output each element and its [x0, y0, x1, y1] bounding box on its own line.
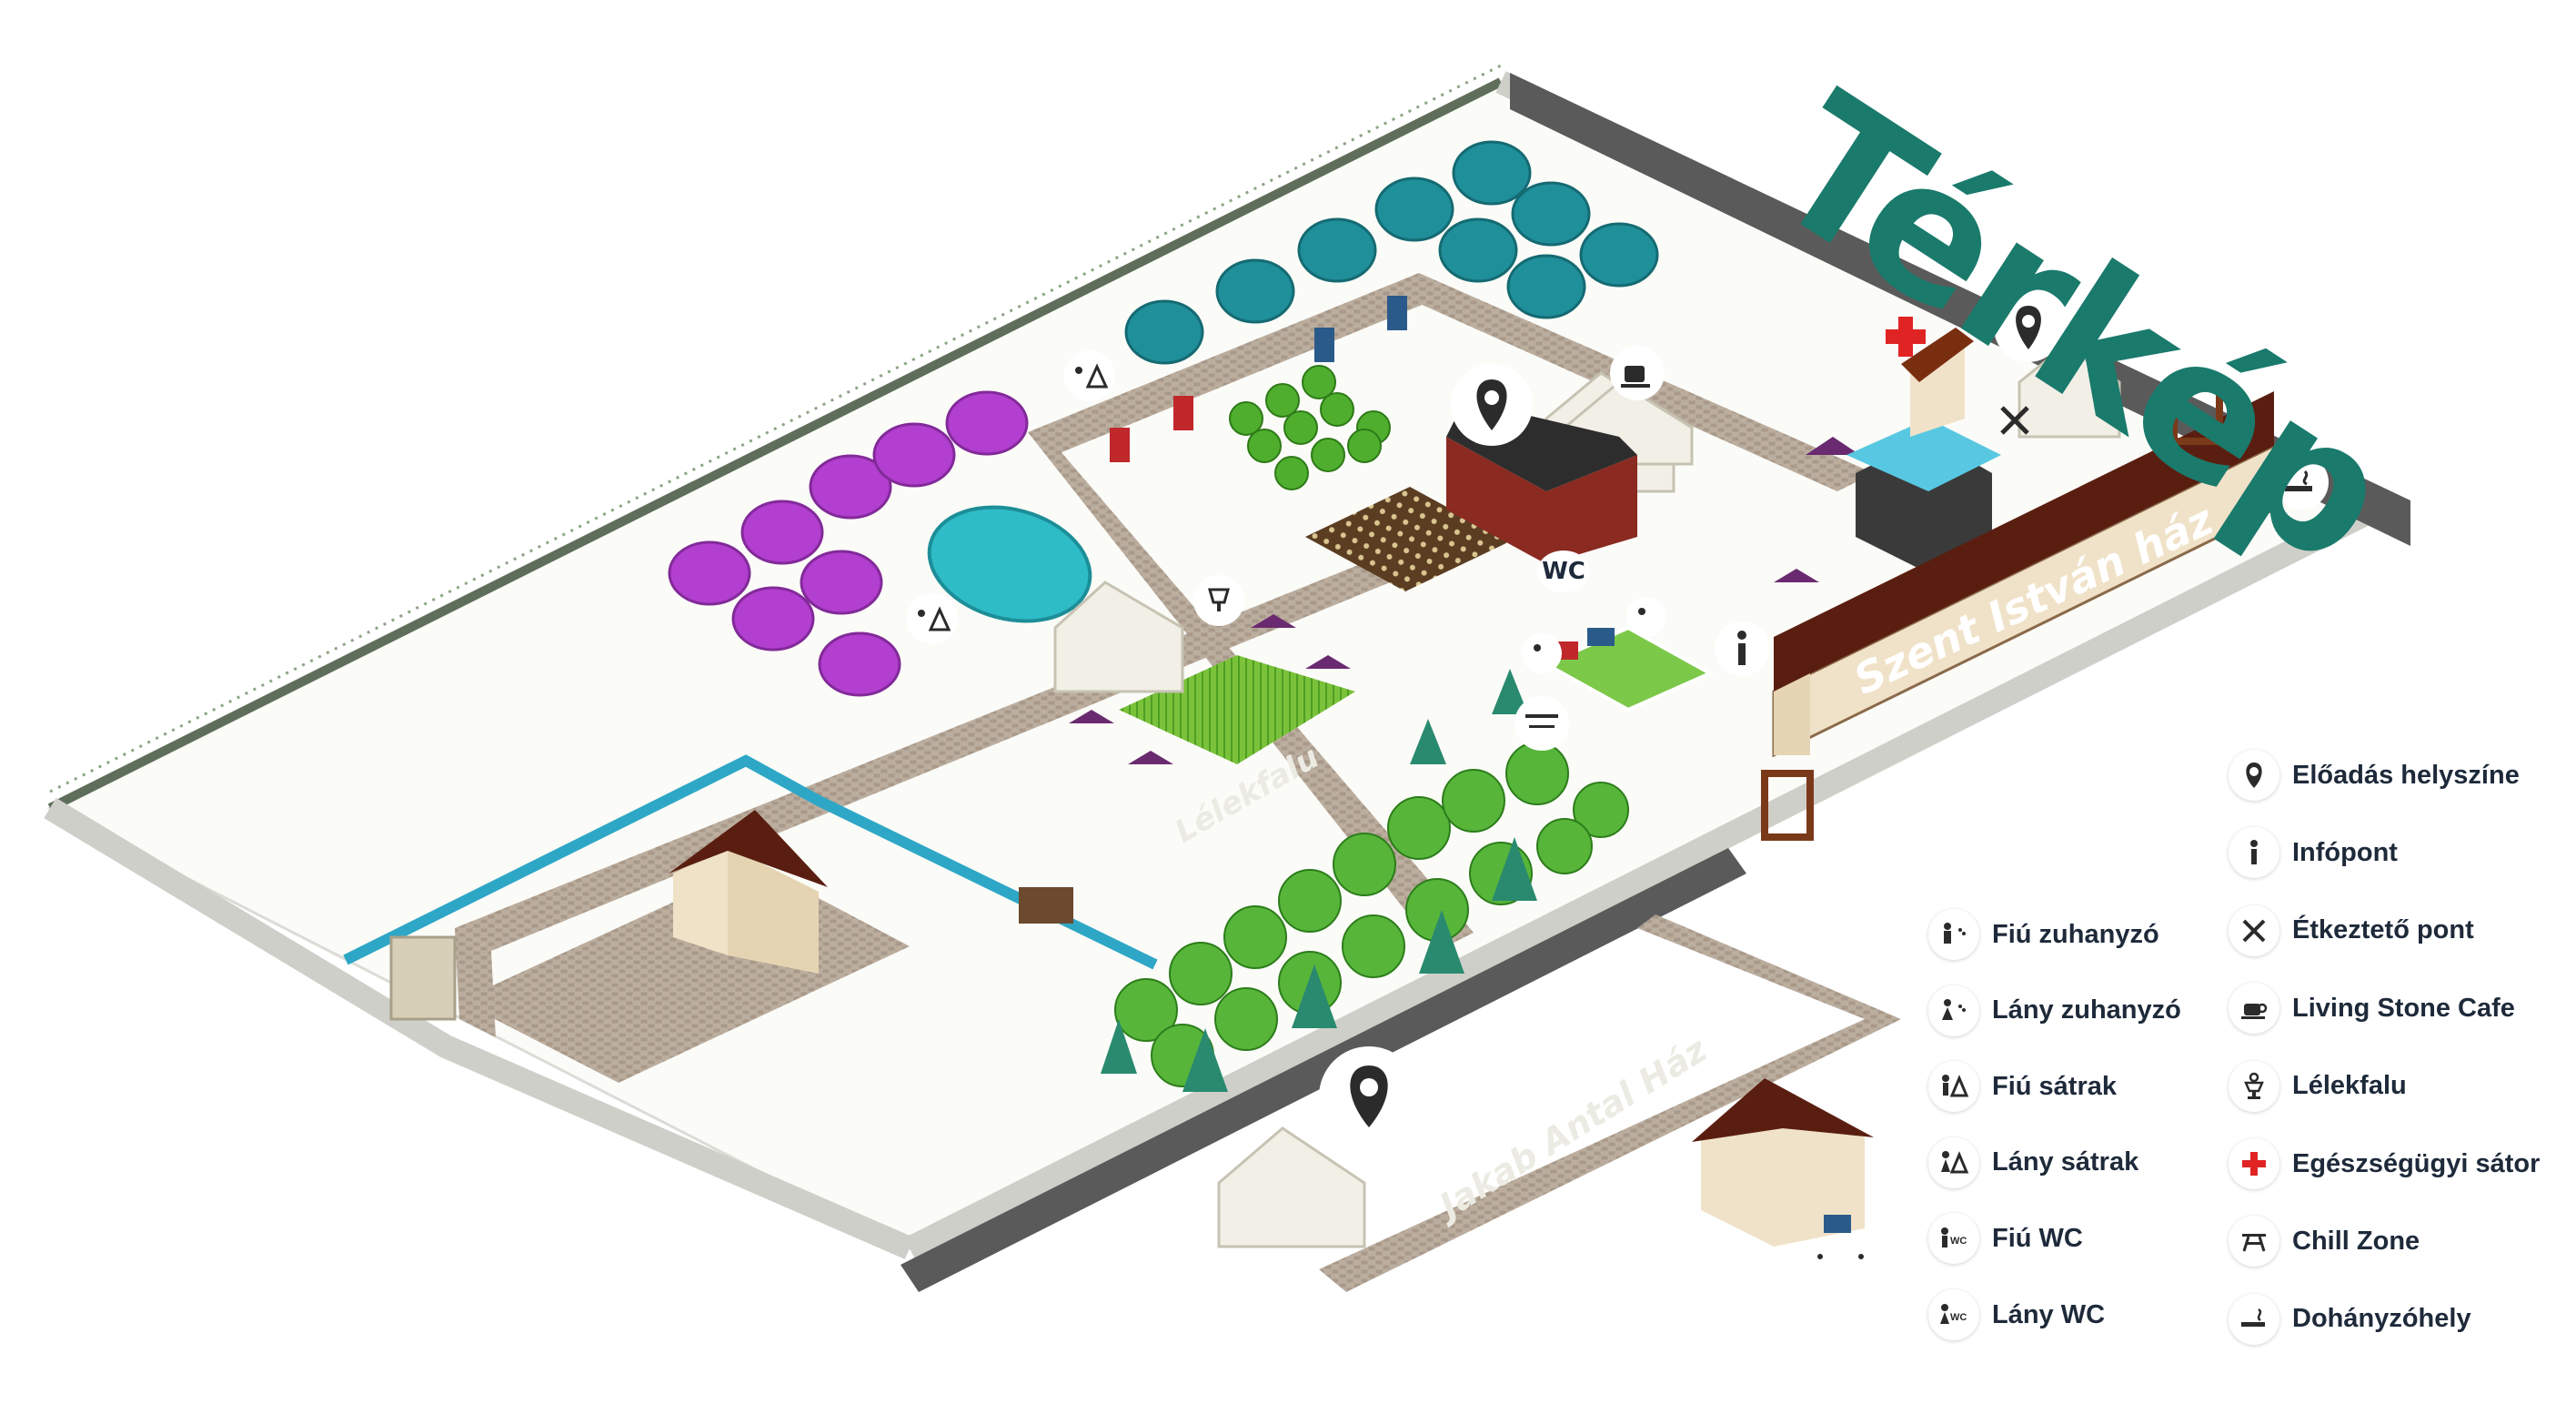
girl-tents [668, 390, 1029, 697]
legend-label: Infópont [2292, 837, 2398, 867]
stage [1846, 419, 2001, 573]
crop-field [1305, 487, 1510, 591]
legend-label: Dohányzóhely [2292, 1304, 2471, 1334]
boy-tents [1124, 140, 1659, 365]
south-gate [1761, 770, 1814, 841]
legend-item: Lélekfalu [2229, 1057, 2407, 1116]
location-pin-icon [2229, 750, 2279, 801]
info-icon [2229, 827, 2279, 879]
legend-item: Infópont [2229, 823, 2398, 882]
girl-shower-icon[interactable] [1626, 597, 1666, 637]
forest [1114, 742, 1629, 1087]
girl-tents-icon[interactable] [907, 593, 958, 644]
location-pin-icon[interactable] [1451, 364, 1533, 446]
girl-shower-icon [1928, 985, 1979, 1036]
legend-item: Fiú zuhanyzó [1928, 905, 2159, 964]
medical-building [1901, 328, 1974, 437]
cigarette-icon[interactable] [2274, 455, 2329, 510]
legend-label: Lány zuhanyzó [1992, 995, 2181, 1025]
legend-item: Dohányzóhely [2229, 1290, 2471, 1348]
chalice-icon[interactable] [1193, 575, 1244, 626]
szent-istvan-building [1772, 391, 2276, 758]
picnic-table-icon [2229, 1216, 2279, 1268]
road-east [1510, 73, 2410, 546]
legend-item: Lány zuhanyzó [1928, 982, 2181, 1040]
stream [343, 754, 1158, 970]
east-gate [2170, 374, 2223, 445]
jakab-antal-building [1692, 1078, 1874, 1247]
bridge [1019, 887, 1073, 924]
girl-shower-icon[interactable] [1848, 1244, 1881, 1277]
road-south [901, 848, 1746, 1292]
coffee-cup-icon[interactable] [1610, 346, 1665, 400]
location-pin-icon[interactable] [1994, 293, 2063, 362]
fork-knife-icon[interactable] [2000, 406, 2029, 435]
picnic-table-icon[interactable] [1514, 696, 1569, 751]
fork-knife-icon [2229, 904, 2279, 956]
location-pin-icon[interactable] [1319, 1046, 1419, 1146]
legend-label: Fiú zuhanyzó [1992, 919, 2159, 949]
legend-item: Chill Zone [2229, 1212, 2420, 1270]
legend-label: Lány sátrak [1992, 1147, 2139, 1177]
orchard [1229, 365, 1391, 490]
boy-tents-icon[interactable] [1064, 350, 1115, 401]
cigarette-icon [2229, 1293, 2279, 1345]
legend-item: Előadás helyszíne [2229, 746, 2520, 804]
boy-shower-icon [1928, 909, 1979, 960]
legend-item: WC Lány WC [1928, 1286, 2105, 1344]
boy-wc-icon: WC [1928, 1213, 1979, 1265]
legend-label: Lány WC [1992, 1299, 2106, 1329]
legend-label: Chill Zone [2292, 1226, 2420, 1256]
legend-item: WC Fiú WC [1928, 1209, 2083, 1268]
legend-label: Étkeztető pont [2292, 915, 2474, 945]
legend-label: Előadás helyszíne [2292, 760, 2520, 790]
svg-text:WC: WC [1950, 1236, 1967, 1247]
wc-cabins [1110, 296, 1851, 1233]
pond [927, 505, 1092, 623]
pine-trees [1101, 669, 1537, 1092]
legend-label: Fiú sátrak [1992, 1071, 2117, 1101]
medical-cross-icon [2229, 1138, 2279, 1189]
boy-shower-icon[interactable] [1807, 1244, 1840, 1277]
gazebos [1069, 437, 1860, 764]
girl-tents-icon [1928, 1136, 1979, 1188]
coffee-cup-icon [2229, 983, 2279, 1035]
medical-cross-icon[interactable] [1886, 317, 1926, 357]
legend-label: Fiú WC [1992, 1223, 2083, 1253]
legend-item: Étkeztető pont [2229, 902, 2474, 960]
legend-label: Living Stone Cafe [2292, 993, 2515, 1023]
legend-item: Living Stone Cafe [2229, 979, 2515, 1037]
info-icon[interactable] [1715, 621, 1769, 676]
boy-shower-icon[interactable] [1522, 633, 1562, 673]
legend-item: Egészségügyi sátor [2229, 1135, 2540, 1193]
legend-label: Egészségügyi sátor [2292, 1148, 2541, 1178]
girl-wc-icon: WC [1928, 1289, 1979, 1340]
west-gate [389, 935, 457, 1021]
legend-label: Lélekfalu [2292, 1071, 2407, 1101]
boy-tents-icon [1928, 1061, 1979, 1113]
chalice-icon [2229, 1060, 2279, 1112]
legend-item: Fiú sátrak [1928, 1057, 2117, 1116]
legend-item: Lány sátrak [1928, 1134, 2138, 1192]
west-house [669, 810, 828, 974]
svg-text:WC: WC [1950, 1312, 1967, 1323]
